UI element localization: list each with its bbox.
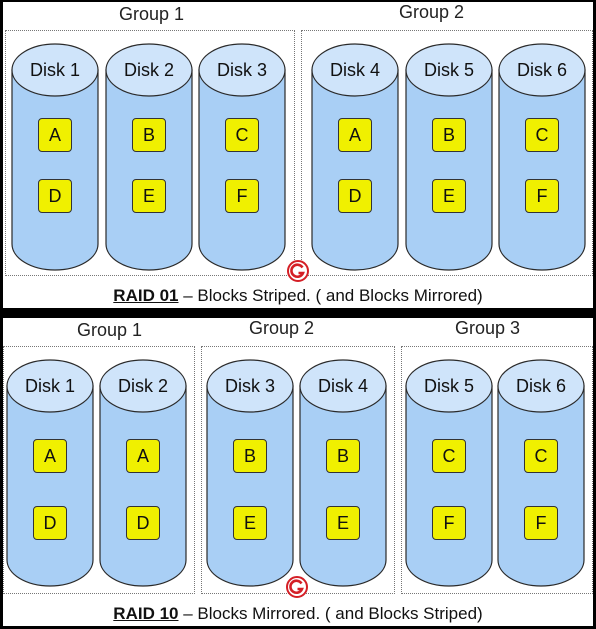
data-block: B [432,118,466,152]
disk-cylinder-icon [6,359,94,587]
disk-cylinder-icon [405,359,493,587]
data-block: E [233,506,267,540]
raid10-panel: Group 1 Group 2 Group 3 Disk 1 A D Disk … [3,318,593,626]
g-logo-icon [286,576,308,598]
data-block: D [126,506,160,540]
data-block: D [38,179,72,213]
data-block: C [432,439,466,473]
disk-cylinder-icon [497,359,585,587]
disk-cylinder-icon [105,43,193,271]
disk-label: Disk 2 [117,376,168,396]
data-block: A [126,439,160,473]
disk-label: Disk 6 [515,376,566,396]
raid01-group-2-box [301,30,593,276]
disk-label: Disk 1 [29,60,80,80]
data-block: E [432,179,466,213]
data-block: E [132,179,166,213]
disk-label: Disk 5 [423,376,474,396]
raid01-group-1-box [5,30,295,276]
disk-label: Disk 3 [224,376,275,396]
data-block: E [326,506,360,540]
disk-label: Disk 1 [24,376,75,396]
data-block: C [225,118,259,152]
data-block: A [38,118,72,152]
disk-label: Disk 4 [329,60,380,80]
data-block: B [132,118,166,152]
disk-label: Disk 2 [123,60,174,80]
disk-cylinder-icon [311,43,399,271]
disk-cylinder-icon [299,359,387,587]
data-block: A [33,439,67,473]
raid01-caption: RAID 01 – Blocks Striped. ( and Blocks M… [3,286,593,306]
data-block: D [33,506,67,540]
data-block: B [326,439,360,473]
data-block: F [432,506,466,540]
disk-cylinder-icon [206,359,294,587]
data-block: F [525,179,559,213]
disk-cylinder-icon [498,43,586,271]
raid10-caption-title: RAID 10 [113,604,179,623]
raid01-caption-text: – Blocks Striped. ( and Blocks Mirrored) [178,286,483,305]
raid10-group-2-label: Group 2 [249,318,315,338]
raid10-caption-text: – Blocks Mirrored. ( and Blocks Striped) [178,604,483,623]
data-block: F [524,506,558,540]
disk-cylinder-icon [99,359,187,587]
raid10-caption: RAID 10 – Blocks Mirrored. ( and Blocks … [3,604,593,624]
data-block: C [524,439,558,473]
raid10-group-1-label: Group 1 [77,320,143,340]
raid01-caption-title: RAID 01 [113,286,179,305]
raid10-group-1-box [3,346,195,594]
disk-label: Disk 3 [216,60,267,80]
g-logo-icon [287,260,309,282]
raid01-group-1-label: Group 1 [119,4,185,24]
data-block: A [338,118,372,152]
data-block: B [233,439,267,473]
data-block: C [525,118,559,152]
data-block: F [225,179,259,213]
raid10-group-3-box [401,346,593,594]
disk-cylinder-icon [198,43,286,271]
raid01-group-2-label: Group 2 [399,2,465,22]
disk-cylinder-icon [11,43,99,271]
raid10-group-3-label: Group 3 [455,318,521,338]
raid01-panel: Group 1 Group 2 Disk 1 A D Disk 2 B E Di… [3,2,593,308]
disk-label: Disk 5 [423,60,474,80]
disk-label: Disk 4 [317,376,368,396]
data-block: D [338,179,372,213]
disk-cylinder-icon [405,43,493,271]
disk-label: Disk 6 [516,60,567,80]
